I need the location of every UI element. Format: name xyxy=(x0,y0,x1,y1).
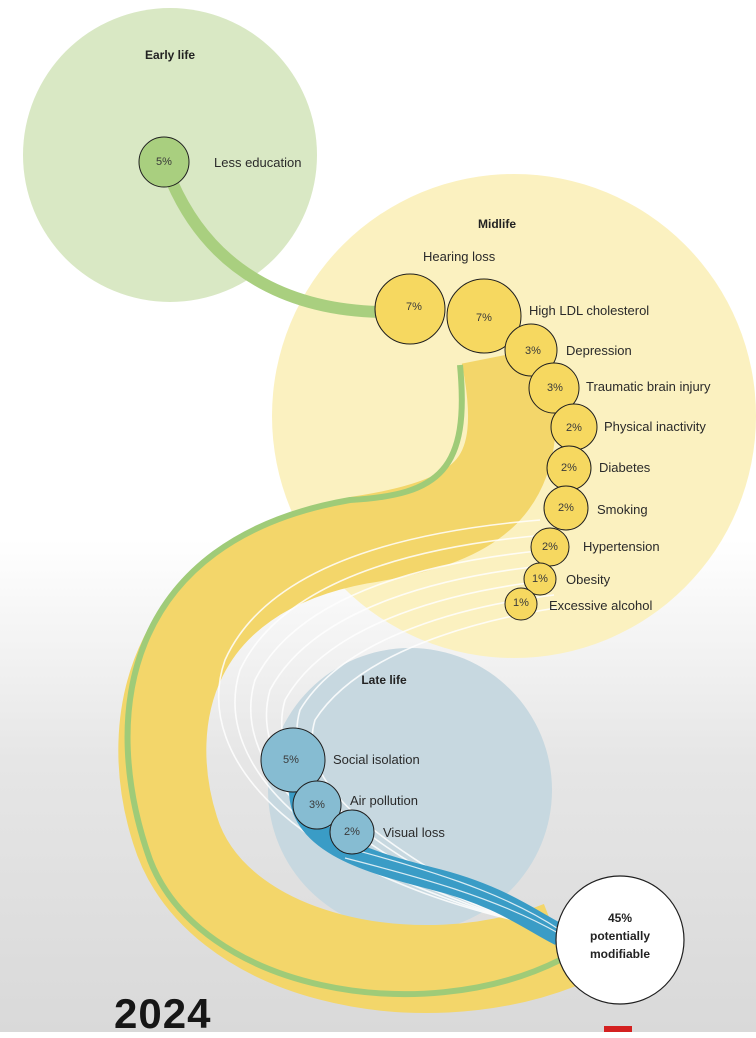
factor-percent: 5% xyxy=(283,754,299,766)
factor-percent: 7% xyxy=(476,312,492,324)
factor-label: Depression xyxy=(566,343,632,358)
factor-bubble xyxy=(504,587,538,621)
factor-label: Smoking xyxy=(597,502,648,517)
midlife-title: Midlife xyxy=(478,217,516,231)
factor-percent: 5% xyxy=(156,156,172,168)
red-marker xyxy=(604,1026,632,1032)
factor-label: Hypertension xyxy=(583,539,660,554)
factor-bubble xyxy=(523,562,557,596)
factor-percent: 7% xyxy=(406,301,422,313)
outcome-bubble xyxy=(555,875,685,1005)
factor-percent: 2% xyxy=(542,541,558,553)
factor-label: High LDL cholesterol xyxy=(529,303,649,318)
factor-hypertension: 2% Hypertension xyxy=(530,527,660,567)
outcome-potentially-modifiable: 45% potentially modifiable xyxy=(555,875,685,1005)
factor-label: Traumatic brain injury xyxy=(586,379,711,394)
factor-percent: 1% xyxy=(513,597,529,609)
outcome-line-3: modifiable xyxy=(590,947,650,961)
factor-smoking: 2% Smoking xyxy=(543,485,648,531)
factor-bubble xyxy=(329,809,375,855)
factor-percent: 2% xyxy=(561,462,577,474)
factor-label: Obesity xyxy=(566,572,611,587)
factor-air-pollution: 3% Air pollution xyxy=(292,780,418,830)
midlife-flow-band xyxy=(118,346,577,1013)
factor-bubble xyxy=(292,780,342,830)
late-life-title: Late life xyxy=(361,673,407,687)
factor-percent: 3% xyxy=(547,382,563,394)
factor-label: Excessive alcohol xyxy=(549,598,652,613)
factor-excessive-alcohol: 1% Excessive alcohol xyxy=(504,587,652,621)
factor-label: Physical inactivity xyxy=(604,419,706,434)
factor-bubble xyxy=(374,273,446,345)
factor-bubble xyxy=(543,485,589,531)
factor-percent: 3% xyxy=(309,799,325,811)
factor-percent: 2% xyxy=(558,502,574,514)
late-life-stream-lines xyxy=(344,849,561,935)
factor-label: Visual loss xyxy=(383,825,445,840)
factor-percent: 2% xyxy=(344,826,360,838)
early-life-flow-edge xyxy=(124,364,562,997)
late-life-region xyxy=(268,648,552,932)
early-life-title: Early life xyxy=(145,48,195,62)
factor-percent: 2% xyxy=(566,422,582,434)
year-caption: 2024 xyxy=(114,990,212,1037)
factor-label: Diabetes xyxy=(599,460,651,475)
factor-visual-loss: 2% Visual loss xyxy=(329,809,445,855)
factor-depression: 3% Depression xyxy=(504,323,632,377)
factor-bubble xyxy=(138,136,190,188)
early-life-connector xyxy=(166,179,381,318)
factor-social-isolation: 5% Social isolation xyxy=(260,727,420,793)
factor-bubble xyxy=(504,323,558,377)
factor-hearing-loss: 7% Hearing loss xyxy=(374,249,496,345)
outcome-line-2: potentially xyxy=(590,929,650,943)
outcome-percent: 45% xyxy=(608,911,632,925)
factor-percent: 3% xyxy=(525,345,541,357)
factor-less-education: 5% Less education xyxy=(138,136,301,188)
factor-label: Air pollution xyxy=(350,793,418,808)
factor-bubble xyxy=(528,362,580,414)
factor-obesity: 1% Obesity xyxy=(523,562,611,596)
factor-percent: 1% xyxy=(532,573,548,585)
factor-bubble xyxy=(260,727,326,793)
factor-label: Social isolation xyxy=(333,752,420,767)
factor-traumatic-brain-injury: 3% Traumatic brain injury xyxy=(528,362,711,414)
factor-diabetes: 2% Diabetes xyxy=(546,445,651,491)
factor-label: Less education xyxy=(214,155,301,170)
factor-label: Hearing loss xyxy=(423,249,496,264)
factor-bubble xyxy=(446,278,522,354)
factor-high-ldl: 7% High LDL cholesterol xyxy=(446,278,649,354)
factor-physical-inactivity: 2% Physical inactivity xyxy=(550,403,706,451)
